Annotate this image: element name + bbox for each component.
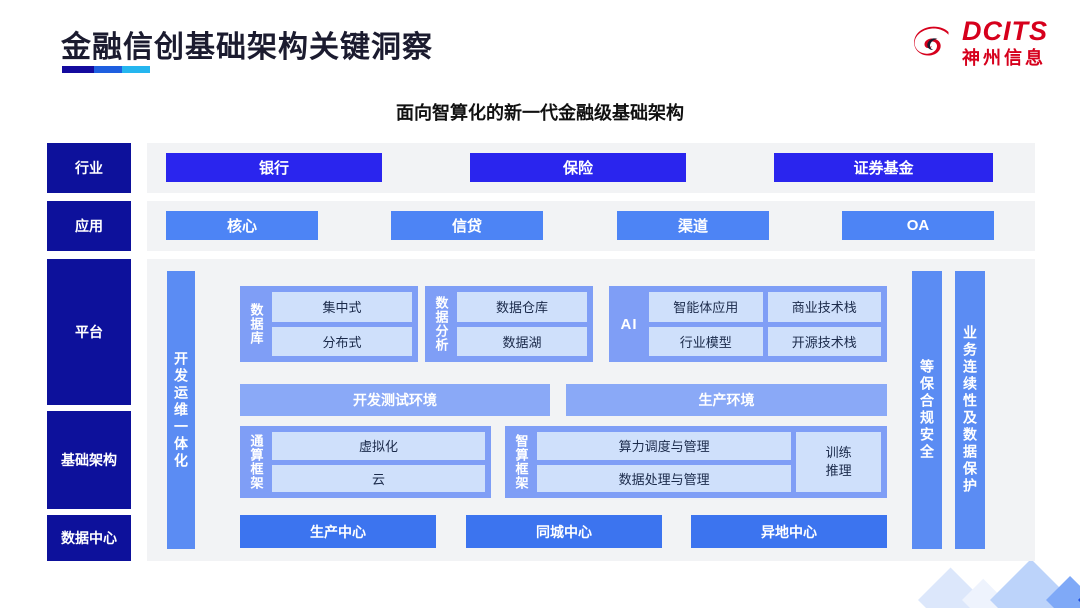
industry-chip-insurance[interactable]: 保险 <box>470 153 686 182</box>
rail-compliance-security: 等保合规安全 <box>912 271 942 549</box>
layer-label-application: 应用 <box>47 201 131 251</box>
cell-train-label: 训练 <box>825 445 852 461</box>
layer-label-platform: 平台 <box>47 259 131 405</box>
cell-train-infer[interactable]: 训练 推理 <box>796 432 881 492</box>
rail-devops: 开发运维一体化 <box>167 271 195 549</box>
application-chip-channel[interactable]: 渠道 <box>617 211 769 240</box>
title-accent-rule <box>62 66 150 73</box>
group-database: 数据库 集中式 分布式 <box>240 286 418 362</box>
layer-label-industry: 行业 <box>47 143 131 193</box>
logo-text-cn: 神州信息 <box>962 48 1046 68</box>
group-label-intelligent-compute: 智算框架 <box>513 434 529 490</box>
cell-database-distributed[interactable]: 分布式 <box>272 326 412 356</box>
cell-industry-model[interactable]: 行业模型 <box>649 326 763 356</box>
group-analytics: 数据分析 数据仓库 数据湖 <box>425 286 593 362</box>
env-bar-production[interactable]: 生产环境 <box>566 384 887 416</box>
cell-virtualization[interactable]: 虚拟化 <box>272 432 485 460</box>
group-label-database: 数据库 <box>248 303 264 345</box>
industry-chip-bank[interactable]: 银行 <box>166 153 382 182</box>
group-general-compute: 通算框架 虚拟化 云 <box>240 426 491 498</box>
application-chip-oa[interactable]: OA <box>842 211 994 240</box>
group-label-analytics: 数据分析 <box>433 296 449 352</box>
cell-compute-scheduling[interactable]: 算力调度与管理 <box>537 432 792 460</box>
layer-label-infrastructure: 基础架构 <box>47 411 131 509</box>
cell-commercial-stack[interactable]: 商业技术栈 <box>767 292 881 322</box>
cell-opensource-stack[interactable]: 开源技术栈 <box>767 326 881 356</box>
application-chip-credit[interactable]: 信贷 <box>391 211 543 240</box>
cell-infer-label: 推理 <box>825 463 852 478</box>
brand-logo: DCITS 神州信息 <box>908 18 1048 67</box>
group-ai: AI 智能体应用 行业模型 商业技术栈 开源技术栈 <box>609 286 887 362</box>
subtitle: 面向智算化的新一代金融级基础架构 <box>396 103 684 123</box>
application-chip-core[interactable]: 核心 <box>166 211 318 240</box>
group-label-general-compute: 通算框架 <box>248 434 264 490</box>
datacenter-chip-same-city[interactable]: 同城中心 <box>466 515 662 548</box>
cell-cloud[interactable]: 云 <box>272 464 485 492</box>
layer-label-datacenter: 数据中心 <box>47 515 131 561</box>
cell-data-processing[interactable]: 数据处理与管理 <box>537 464 792 492</box>
datacenter-chip-production[interactable]: 生产中心 <box>240 515 436 548</box>
cell-agent-application[interactable]: 智能体应用 <box>649 292 763 322</box>
group-label-ai: AI <box>620 315 638 333</box>
cell-data-warehouse[interactable]: 数据仓库 <box>457 292 587 322</box>
rail-business-continuity: 业务连续性及数据保护 <box>955 271 985 549</box>
env-bar-dev-test[interactable]: 开发测试环境 <box>240 384 550 416</box>
industry-chip-securities[interactable]: 证券基金 <box>774 153 993 182</box>
architecture-diagram: 行业 应用 平台 基础架构 数据中心 银行 保险 证券基金 核心 信贷 渠道 O… <box>47 143 1035 567</box>
group-intelligent-compute: 智算框架 算力调度与管理 数据处理与管理 训练 推理 <box>505 426 887 498</box>
swirl-logo-icon <box>914 26 949 56</box>
page-title: 金融信创基础架构关键洞察 <box>61 31 433 64</box>
logo-text-en: DCITS <box>962 16 1048 46</box>
cell-data-lake[interactable]: 数据湖 <box>457 326 587 356</box>
cell-database-centralized[interactable]: 集中式 <box>272 292 412 322</box>
datacenter-chip-remote[interactable]: 异地中心 <box>691 515 887 548</box>
